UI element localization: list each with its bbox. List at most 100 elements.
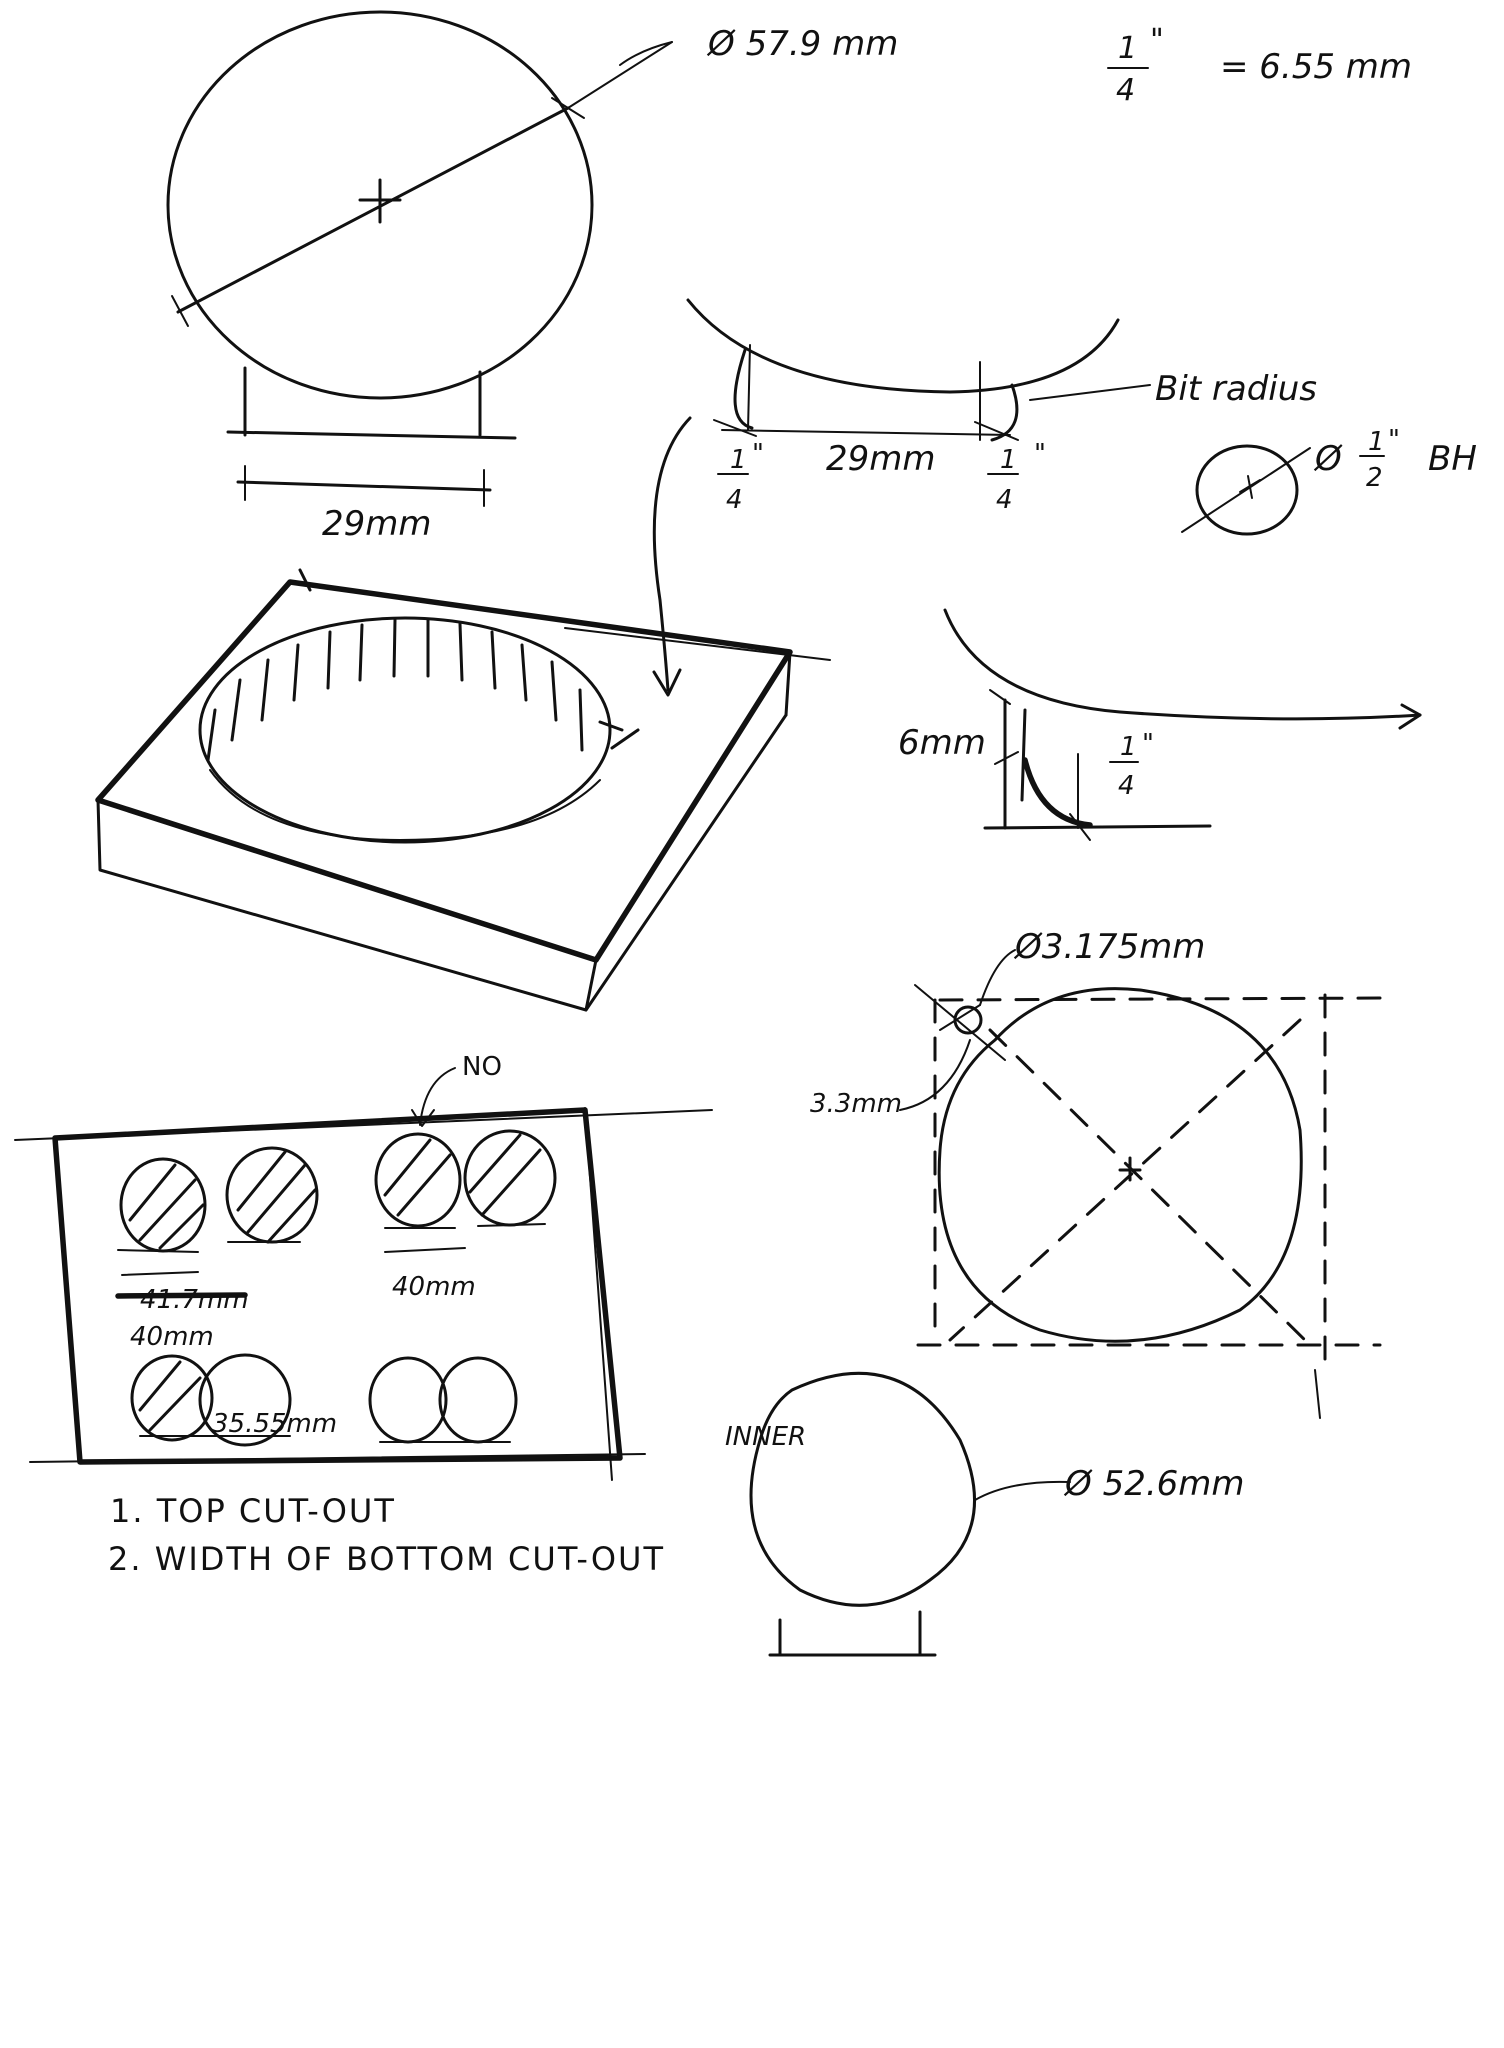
left-inch: ": [752, 439, 764, 469]
base-line: [226, 430, 517, 440]
tick: [974, 421, 1019, 441]
sphere-outline: [438, 1356, 518, 1444]
dim-bottom-label: 35.55mm: [212, 1409, 337, 1439]
depth-base: [983, 824, 1212, 830]
detail-sphere: [937, 987, 1303, 1343]
leader-line: [567, 41, 673, 109]
no-label: NO: [462, 1052, 502, 1082]
sheet-extension: [584, 1107, 613, 1481]
depth-radius: [1022, 757, 1093, 828]
sphere-hatching: [128, 1150, 317, 1250]
sphere-base: [477, 1223, 546, 1227]
arrow-path: [652, 416, 692, 692]
scale-inch: ": [1150, 23, 1164, 58]
tick: [914, 984, 1006, 1061]
corner-tick: [298, 568, 312, 592]
depth-inch: ": [1142, 729, 1154, 759]
cutout-hatching: [206, 618, 640, 762]
dimension-line: [236, 480, 492, 492]
sphere-base: [117, 1249, 199, 1253]
bit-center-cross: [1247, 475, 1253, 499]
tick: [1069, 813, 1091, 841]
offset-leader: [899, 1039, 971, 1111]
outer-diameter-label: Ø 57.9 mm: [706, 24, 898, 64]
scale-equals: = 6.55 mm: [1220, 47, 1412, 87]
bit-inch: ": [1388, 425, 1400, 455]
right-radius: [990, 383, 1019, 442]
tick: [713, 419, 757, 437]
block-front-face: [96, 798, 598, 1012]
sphere-outline: [198, 1353, 292, 1447]
right-inch: ": [1034, 439, 1046, 469]
crossed-dim-label: 41.7mm: [140, 1285, 249, 1315]
sphere-hatched: [225, 1146, 319, 1244]
bowl-curve: [686, 298, 1120, 394]
tick: [939, 1004, 981, 1031]
bit-suffix: BH: [1428, 439, 1477, 479]
tick-mark: [551, 97, 585, 119]
inner-sphere-view: INNER Ø 52.6mm: [725, 1371, 1245, 1657]
arrow-head: [652, 668, 682, 697]
sphere-hatched: [374, 1132, 462, 1228]
sphere-hatched: [130, 1354, 214, 1442]
outer-sphere-view: 29mm: [166, 10, 673, 544]
bit-leader: [1029, 384, 1151, 401]
layout-sheet: NO 41.7mm 40mm 40mm 35.5: [14, 1052, 713, 1481]
dim-top-left-label: 40mm: [130, 1322, 214, 1352]
note-2: 2. WIDTH OF BOTTOM CUT-OUT: [108, 1540, 665, 1578]
depth-arrow-head: [1398, 703, 1422, 730]
bit-diameter-line: [1181, 447, 1311, 533]
bit-size-detail: Ø 1 2 " BH: [1181, 425, 1477, 536]
crossed-out-dim: [115, 1292, 248, 1299]
sheet-border: [52, 1107, 623, 1465]
leader-curve: [619, 41, 673, 66]
scale-note: 1 4 " = 6.55 mm: [1107, 23, 1412, 108]
dashed-diagonal: [988, 1028, 1312, 1347]
depth-label: 6mm: [898, 723, 986, 763]
block-top-face: [95, 579, 793, 963]
depth-section: 6mm 1 4 ": [898, 608, 1422, 841]
sheet-extension: [14, 1109, 713, 1141]
left-den: 4: [726, 485, 743, 515]
depth-wall: [1020, 708, 1027, 802]
offset-label: 3.3mm: [810, 1089, 902, 1119]
bit-den: 2: [1366, 463, 1383, 493]
depth-den: 4: [1118, 771, 1135, 801]
sphere-outline: [368, 1356, 448, 1444]
inner-sphere: [749, 1371, 977, 1607]
bit-num: 1: [1368, 427, 1385, 457]
sphere-hatched: [119, 1157, 207, 1253]
cutout-opening: [198, 616, 612, 844]
depth-curve: [943, 608, 1422, 721]
tick: [989, 689, 1011, 705]
hole-diameter-label: Ø3.175mm: [1013, 927, 1205, 967]
sheet-extension: [29, 1453, 646, 1463]
dim-line: [384, 1247, 466, 1253]
center-dim-label: 29mm: [826, 439, 936, 479]
extension-line: [1314, 1369, 1321, 1419]
base-line: [721, 429, 1011, 436]
right-num: 1: [1000, 445, 1017, 475]
inner-label: INNER: [725, 1422, 806, 1452]
note-1: 1. TOP CUT-OUT: [110, 1492, 396, 1530]
tick-mark: [171, 295, 189, 327]
depth-num: 1: [1120, 732, 1137, 762]
diameter-line: [176, 106, 570, 314]
bit-diameter-symbol: Ø: [1313, 439, 1343, 479]
dim-line: [121, 1271, 199, 1276]
sphere-hatching: [138, 1360, 202, 1432]
right-den: 4: [996, 485, 1013, 515]
dashed-top: [938, 996, 1387, 1002]
outer-sphere-circle: [166, 10, 594, 400]
block-right-bottom: [584, 713, 788, 1012]
isometric-block: [95, 568, 831, 1012]
tick: [994, 751, 1019, 765]
dim-top-right-label: 40mm: [392, 1272, 476, 1302]
inner-diameter-label: Ø 52.6mm: [1063, 1464, 1245, 1504]
scale-den: 4: [1116, 73, 1135, 108]
corner-detail: Ø3.175mm 3.3mm: [810, 927, 1387, 1419]
dashed-diagonal: [948, 1018, 1302, 1342]
left-radius: [733, 348, 754, 430]
